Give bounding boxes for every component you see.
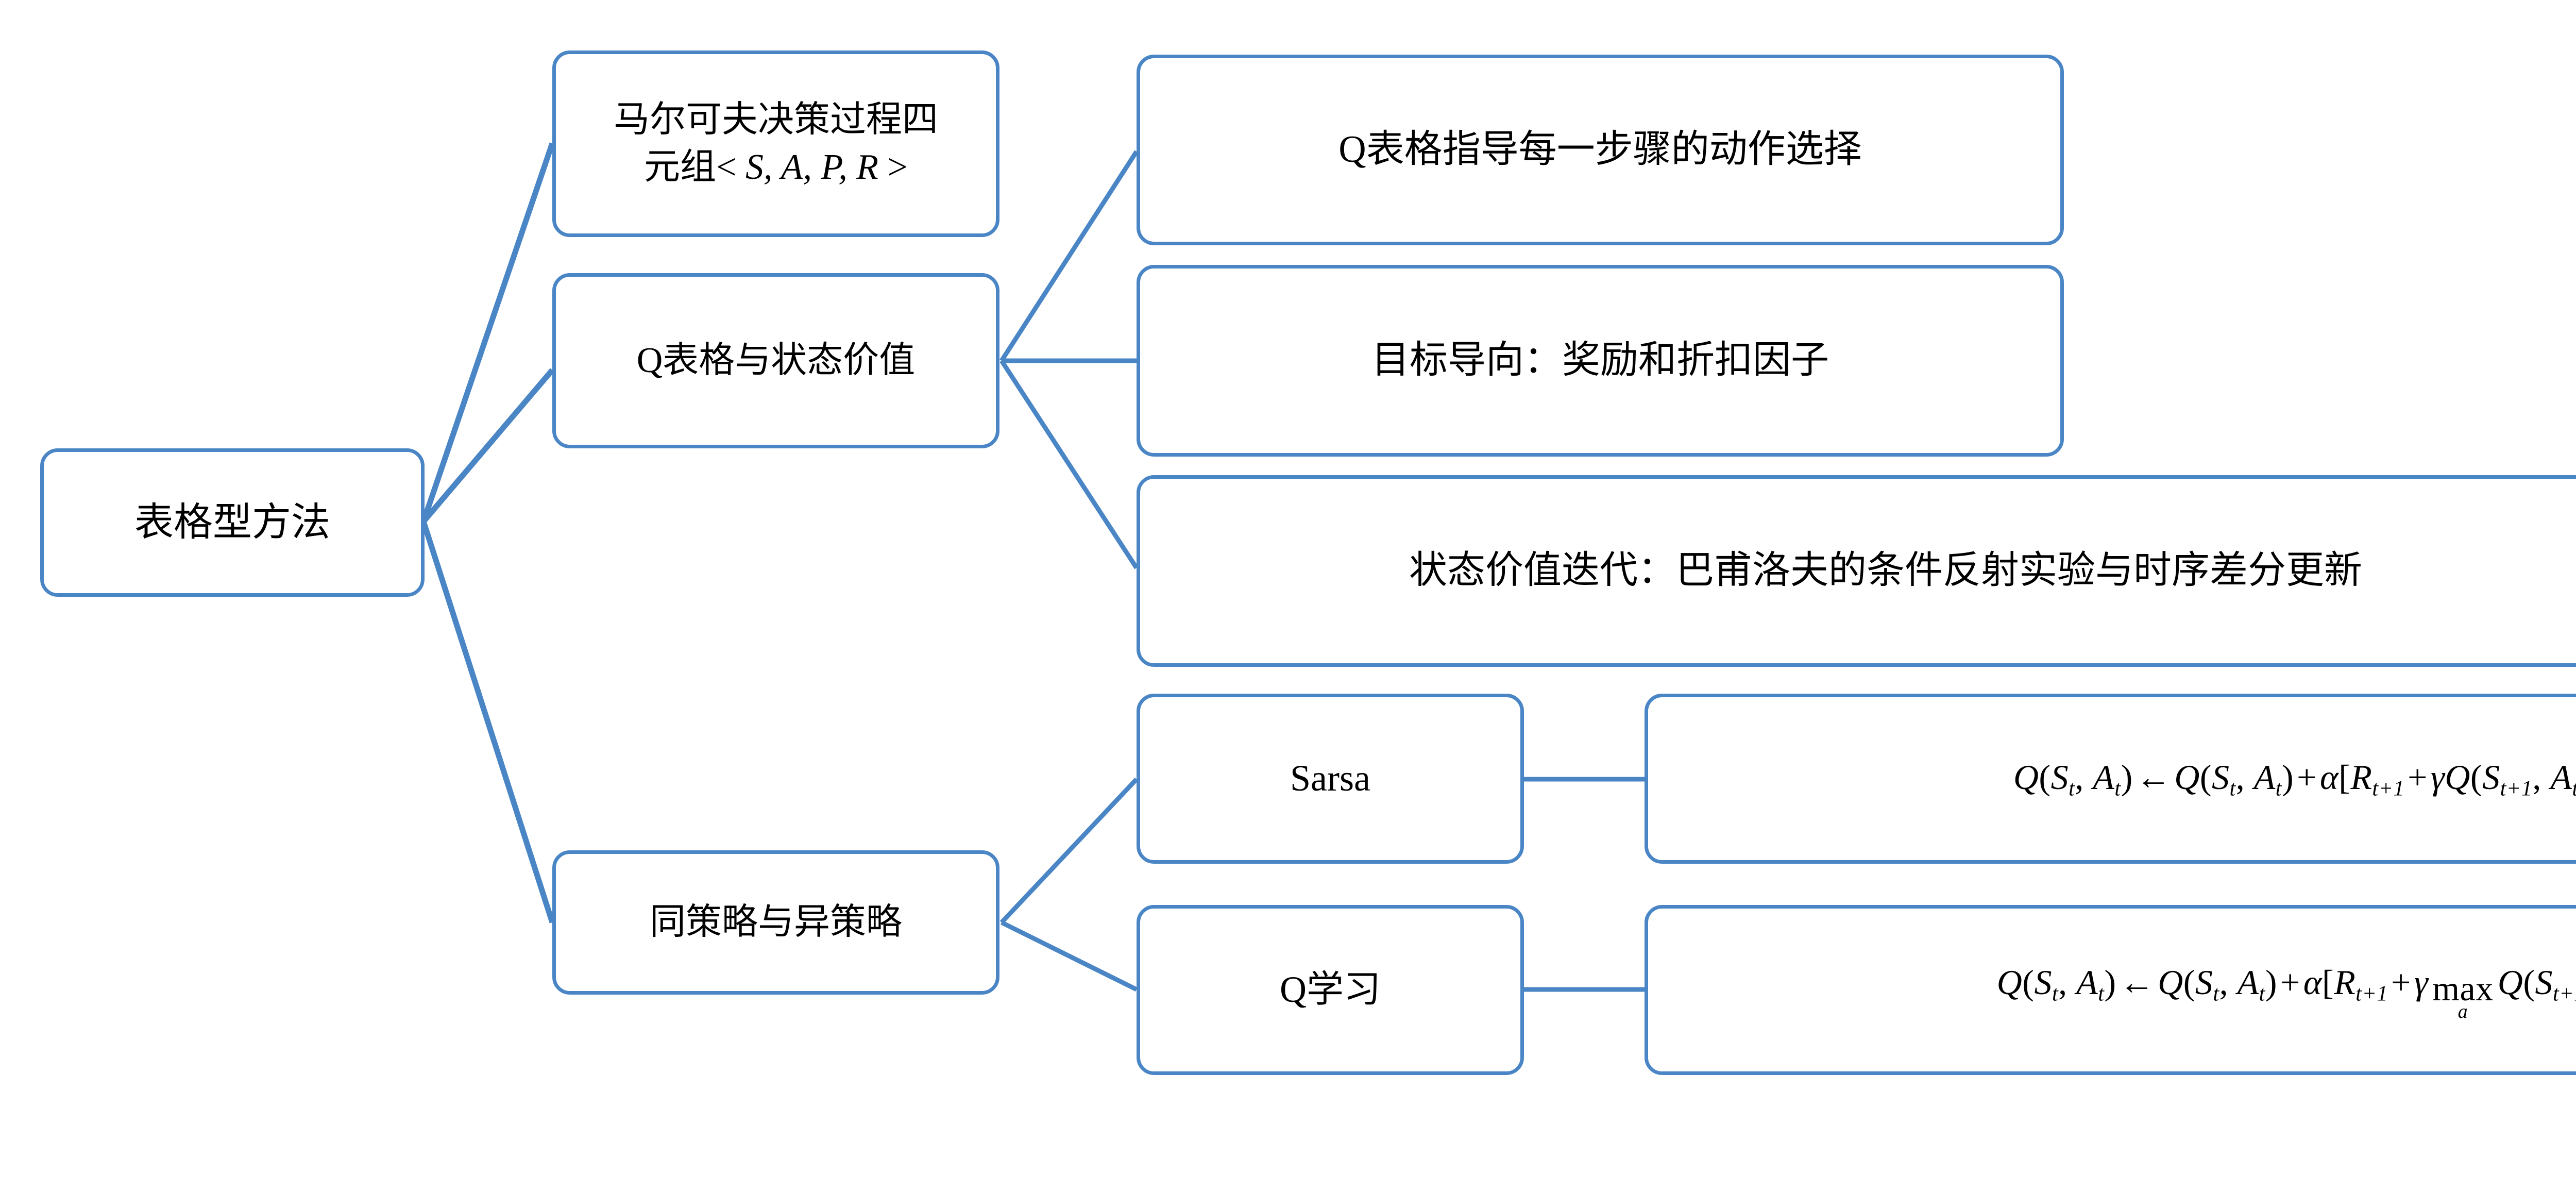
node-q-guide-action-selection[interactable]: Q表格指导每一步骤的动作选择 bbox=[1137, 55, 2064, 245]
node-q-learning-formula[interactable]: Q(St, At)←Q(St, At)+α[Rt+1+γmaxaQ(St+1, … bbox=[1645, 905, 2576, 1075]
node-root[interactable]: 表格型方法 bbox=[40, 448, 425, 597]
mdp-line-2-suffix: > bbox=[878, 147, 908, 187]
node-q-guide-action-selection-label: Q表格指导每一步骤的动作选择 bbox=[1338, 128, 1862, 171]
node-sarsa-formula[interactable]: Q(St, At)←Q(St, At)+α[Rt+1+γQ(St+1, At+1… bbox=[1645, 694, 2576, 864]
node-qtable-state-value-label: Q表格与状态价值 bbox=[636, 340, 916, 380]
node-root-label: 表格型方法 bbox=[134, 500, 330, 544]
mdp-line-1: 马尔可夫决策过程四 bbox=[614, 99, 938, 140]
link-root-to-mdp bbox=[420, 142, 555, 523]
sarsa-formula-expression: Q(St, At)←Q(St, At)+α[Rt+1+γQ(St+1, At+1… bbox=[2013, 757, 2576, 801]
node-state-value-iteration-label: 状态价值迭代：巴甫洛夫的条件反射实验与时序差分更新 bbox=[1409, 549, 2362, 592]
node-q-learning[interactable]: Q学习 bbox=[1137, 905, 1524, 1075]
node-qtable-state-value[interactable]: Q表格与状态价值 bbox=[552, 273, 999, 448]
link-onoff-to-sarsa bbox=[999, 777, 1139, 925]
link-root-to-qtable bbox=[421, 368, 555, 524]
node-mdp-tuple[interactable]: 马尔可夫决策过程四 元组< S, A, P, R > bbox=[552, 51, 999, 237]
node-mdp-tuple-label: 马尔可夫决策过程四 元组< S, A, P, R > bbox=[567, 96, 985, 192]
link-onoff-to-qlearning bbox=[1000, 920, 1138, 992]
node-q-learning-label: Q学习 bbox=[1280, 969, 1381, 1011]
mdp-line-2-prefix: 元组< bbox=[644, 147, 745, 187]
q-learning-formula-expression: Q(St, At)←Q(St, At)+α[Rt+1+γmaxaQ(St+1, … bbox=[1996, 962, 2576, 1022]
node-on-off-policy[interactable]: 同策略与异策略 bbox=[552, 850, 999, 995]
mdp-line-2-math: S, A, P, R bbox=[745, 147, 878, 187]
node-goal-oriented-reward-discount[interactable]: 目标导向：奖励和折扣因子 bbox=[1137, 265, 2064, 457]
node-state-value-iteration[interactable]: 状态价值迭代：巴甫洛夫的条件反射实验与时序差分更新 bbox=[1137, 475, 2576, 667]
node-on-off-policy-label: 同策略与异策略 bbox=[650, 902, 902, 942]
node-goal-oriented-reward-discount-label: 目标导向：奖励和折扣因子 bbox=[1371, 339, 1829, 382]
link-root-to-onoff bbox=[420, 521, 555, 924]
node-sarsa-label: Sarsa bbox=[1290, 758, 1370, 799]
link-qtable-to-guide bbox=[999, 150, 1139, 362]
link-qtable-to-valueiter bbox=[999, 359, 1139, 569]
node-sarsa[interactable]: Sarsa bbox=[1137, 694, 1524, 864]
